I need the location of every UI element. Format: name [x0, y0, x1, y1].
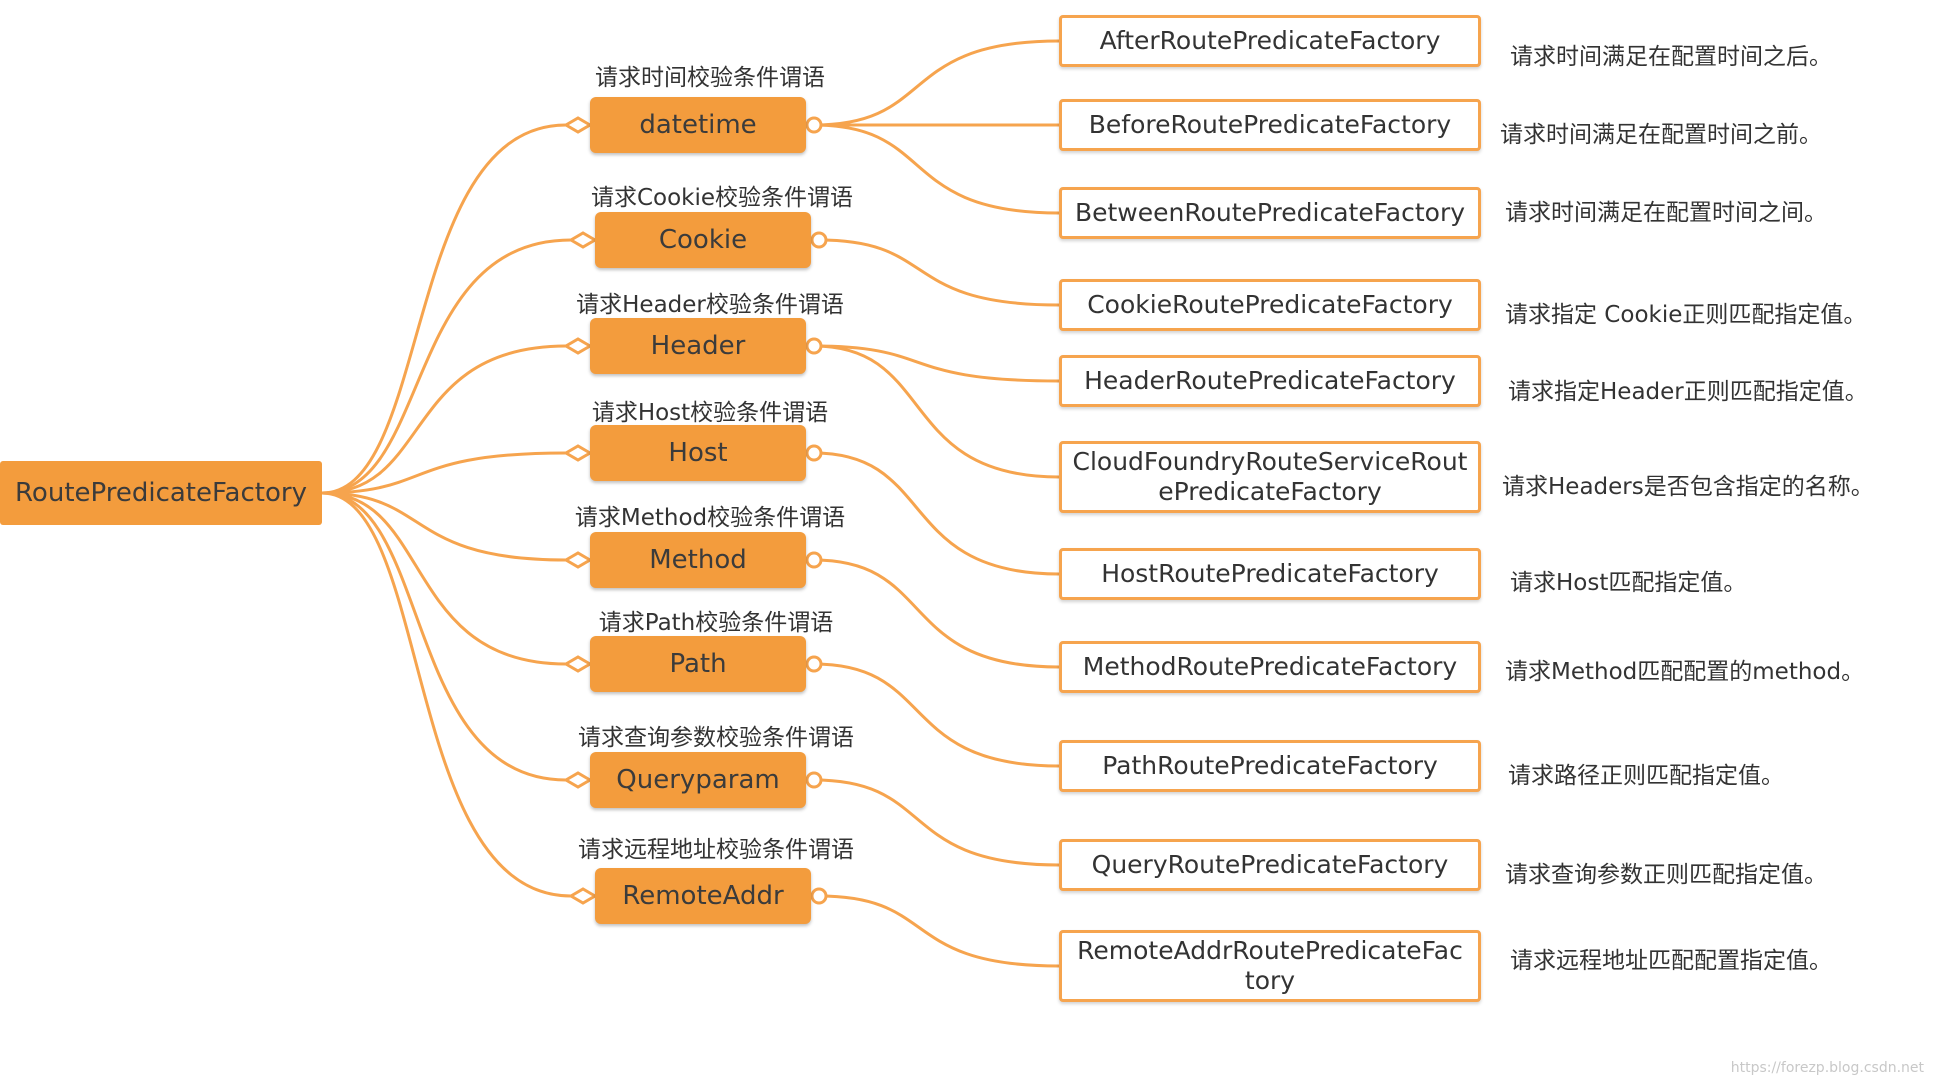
circle-marker-cookie: [810, 231, 828, 249]
connector-remoteaddr-to-leaf: [818, 894, 1060, 968]
circle-marker-header: [805, 337, 823, 355]
watermark: https://forezp.blog.csdn.net: [1730, 1060, 1924, 1076]
connector-root-path: [321, 491, 567, 666]
caption-remoteaddr: 请求远程地址校验条件谓语: [578, 837, 854, 863]
caption-cookie: 请求Cookie校验条件谓语: [590, 185, 854, 211]
diamond-marker-path: [563, 655, 593, 673]
factory-host: HostRoutePredicateFactory: [1059, 548, 1481, 600]
factory-name-line: ePredicateFactory: [1158, 477, 1382, 506]
desc-between: 请求时间满足在配置时间之间。: [1505, 200, 1827, 226]
category-label: Queryparam: [616, 765, 780, 795]
diamond-marker-datetime: [563, 116, 593, 134]
caption-datetime: 请求时间校验条件谓语: [595, 65, 825, 91]
factory-name: PathRoutePredicateFactory: [1102, 751, 1438, 780]
factory-remoteaddr: RemoteAddrRoutePredicateFac tory: [1059, 930, 1481, 1002]
factory-name-line: CloudFoundryRouteServiceRout: [1072, 447, 1468, 476]
desc-query: 请求查询参数正则匹配指定值。: [1505, 862, 1827, 888]
category-header: Header: [590, 318, 806, 374]
category-queryparam: Queryparam: [590, 752, 806, 808]
factory-name: CookieRoutePredicateFactory: [1087, 290, 1453, 319]
circle-marker-remoteaddr: [810, 887, 828, 905]
connector-root-header: [321, 344, 567, 495]
factory-path: PathRoutePredicateFactory: [1059, 740, 1481, 792]
category-label: Method: [649, 545, 747, 575]
connector-header-to-leaf: [813, 344, 1060, 383]
diamond-marker-remoteaddr: [568, 887, 598, 905]
category-path: Path: [590, 636, 806, 692]
factory-query: QueryRoutePredicateFactory: [1059, 839, 1481, 891]
factory-name-line: RemoteAddrRoutePredicateFac: [1077, 936, 1463, 965]
connector-root-datetime: [321, 123, 567, 495]
diamond-marker-method: [563, 551, 593, 569]
category-label: Path: [669, 649, 727, 679]
factory-name: AfterRoutePredicateFactory: [1099, 26, 1441, 55]
desc-host: 请求Host匹配指定值。: [1510, 570, 1747, 596]
category-datetime: datetime: [590, 97, 806, 153]
factory-after: AfterRoutePredicateFactory: [1059, 15, 1481, 67]
connector-root-cookie: [321, 238, 572, 495]
connector-method-to-leaf: [813, 558, 1060, 669]
factory-name: BeforeRoutePredicateFactory: [1088, 110, 1452, 139]
factory-between: BetweenRoutePredicateFactory: [1059, 187, 1481, 239]
connector-datetime-to-leaf: [813, 123, 1060, 215]
category-label: Cookie: [658, 225, 748, 255]
factory-method: MethodRoutePredicateFactory: [1059, 641, 1481, 693]
desc-before: 请求时间满足在配置时间之前。: [1500, 122, 1822, 148]
category-remoteaddr: RemoteAddr: [595, 868, 811, 924]
diamond-marker-host: [563, 444, 593, 462]
desc-cloudfoundry: 请求Headers是否包含指定的名称。: [1502, 474, 1874, 500]
circle-marker-method: [805, 551, 823, 569]
factory-before: BeforeRoutePredicateFactory: [1059, 99, 1481, 151]
desc-after: 请求时间满足在配置时间之后。: [1510, 44, 1832, 70]
desc-path: 请求路径正则匹配指定值。: [1508, 763, 1784, 789]
connector-root-host: [321, 451, 567, 495]
desc-remoteaddr: 请求远程地址匹配配置指定值。: [1510, 948, 1832, 974]
desc-method: 请求Method匹配配置的method。: [1505, 659, 1865, 685]
connector-datetime-to-leaf: [813, 39, 1060, 127]
category-cookie: Cookie: [595, 212, 811, 268]
connector-queryparam-to-leaf: [813, 778, 1060, 867]
connector-host-to-leaf: [813, 451, 1060, 576]
connector-root-remoteaddr: [321, 491, 572, 898]
caption-method: 请求Method校验条件谓语: [574, 505, 846, 531]
factory-name: HostRoutePredicateFactory: [1101, 559, 1439, 588]
desc-cookie: 请求指定 Cookie正则匹配指定值。: [1505, 302, 1867, 328]
desc-header: 请求指定Header正则匹配指定值。: [1508, 379, 1868, 405]
connector-path-to-leaf: [813, 662, 1060, 768]
connector-cookie-to-leaf: [818, 238, 1060, 307]
category-label: RemoteAddr: [622, 881, 784, 911]
circle-marker-path: [805, 655, 823, 673]
category-label: Host: [668, 438, 728, 468]
factory-name: BetweenRoutePredicateFactory: [1074, 198, 1466, 227]
category-method: Method: [590, 532, 806, 588]
root-label: RoutePredicateFactory: [15, 478, 307, 508]
category-host: Host: [590, 425, 806, 481]
factory-header: HeaderRoutePredicateFactory: [1059, 355, 1481, 407]
category-label: datetime: [639, 110, 757, 140]
root-node: RoutePredicateFactory: [0, 461, 322, 525]
factory-name-line: tory: [1244, 966, 1296, 995]
circle-marker-queryparam: [805, 771, 823, 789]
connector-header-to-leaf: [813, 344, 1060, 479]
factory-cookie: CookieRoutePredicateFactory: [1059, 279, 1481, 331]
factory-name: HeaderRoutePredicateFactory: [1084, 366, 1456, 395]
caption-path: 请求Path校验条件谓语: [598, 610, 834, 636]
connector-root-method: [321, 491, 567, 562]
circle-marker-host: [805, 444, 823, 462]
factory-cloudfoundry: CloudFoundryRouteServiceRout ePredicateF…: [1059, 441, 1481, 513]
category-label: Header: [650, 331, 746, 361]
diamond-marker-cookie: [568, 231, 598, 249]
caption-queryparam: 请求查询参数校验条件谓语: [578, 725, 854, 751]
caption-host: 请求Host校验条件谓语: [591, 400, 829, 426]
connector-root-queryparam: [321, 491, 567, 782]
factory-name: MethodRoutePredicateFactory: [1082, 652, 1458, 681]
factory-name: QueryRoutePredicateFactory: [1091, 850, 1449, 879]
caption-header: 请求Header校验条件谓语: [576, 292, 844, 318]
diamond-marker-header: [563, 337, 593, 355]
circle-marker-datetime: [805, 116, 823, 134]
diamond-marker-queryparam: [563, 771, 593, 789]
